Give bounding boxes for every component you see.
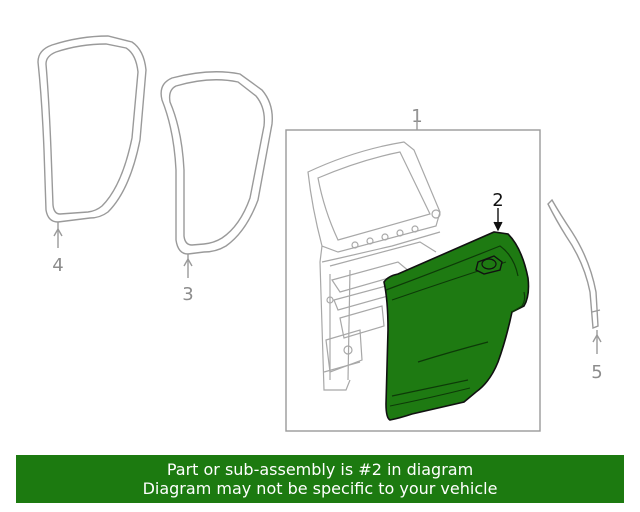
part-3-weatherstrip[interactable] (160, 71, 273, 255)
part-2-door-outer-panel[interactable] (383, 231, 530, 421)
exploded-parts-diagram: 4 3 1 (37, 35, 603, 432)
callout-5[interactable]: 5 (591, 362, 602, 383)
door-inner-frame (307, 141, 441, 391)
banner-line-part: Part or sub-assembly is #2 in diagram (166, 460, 474, 479)
leader-arrow-4 (53, 227, 63, 237)
callout-3[interactable]: 3 (182, 284, 193, 305)
part-5-molding-strip[interactable] (547, 198, 601, 330)
leader-arrow-2 (493, 221, 503, 232)
callout-4[interactable]: 4 (52, 255, 63, 276)
leader-arrow-5 (592, 333, 602, 343)
callout-2[interactable]: 2 (492, 190, 503, 211)
leader-arrow-3 (183, 257, 193, 267)
part-info-banner: Part or sub-assembly is #2 in diagram Di… (16, 455, 624, 503)
part-4-weatherstrip[interactable] (37, 35, 147, 223)
banner-line-disclaimer: Diagram may not be specific to your vehi… (142, 479, 498, 498)
door-assembly-box (285, 129, 541, 432)
